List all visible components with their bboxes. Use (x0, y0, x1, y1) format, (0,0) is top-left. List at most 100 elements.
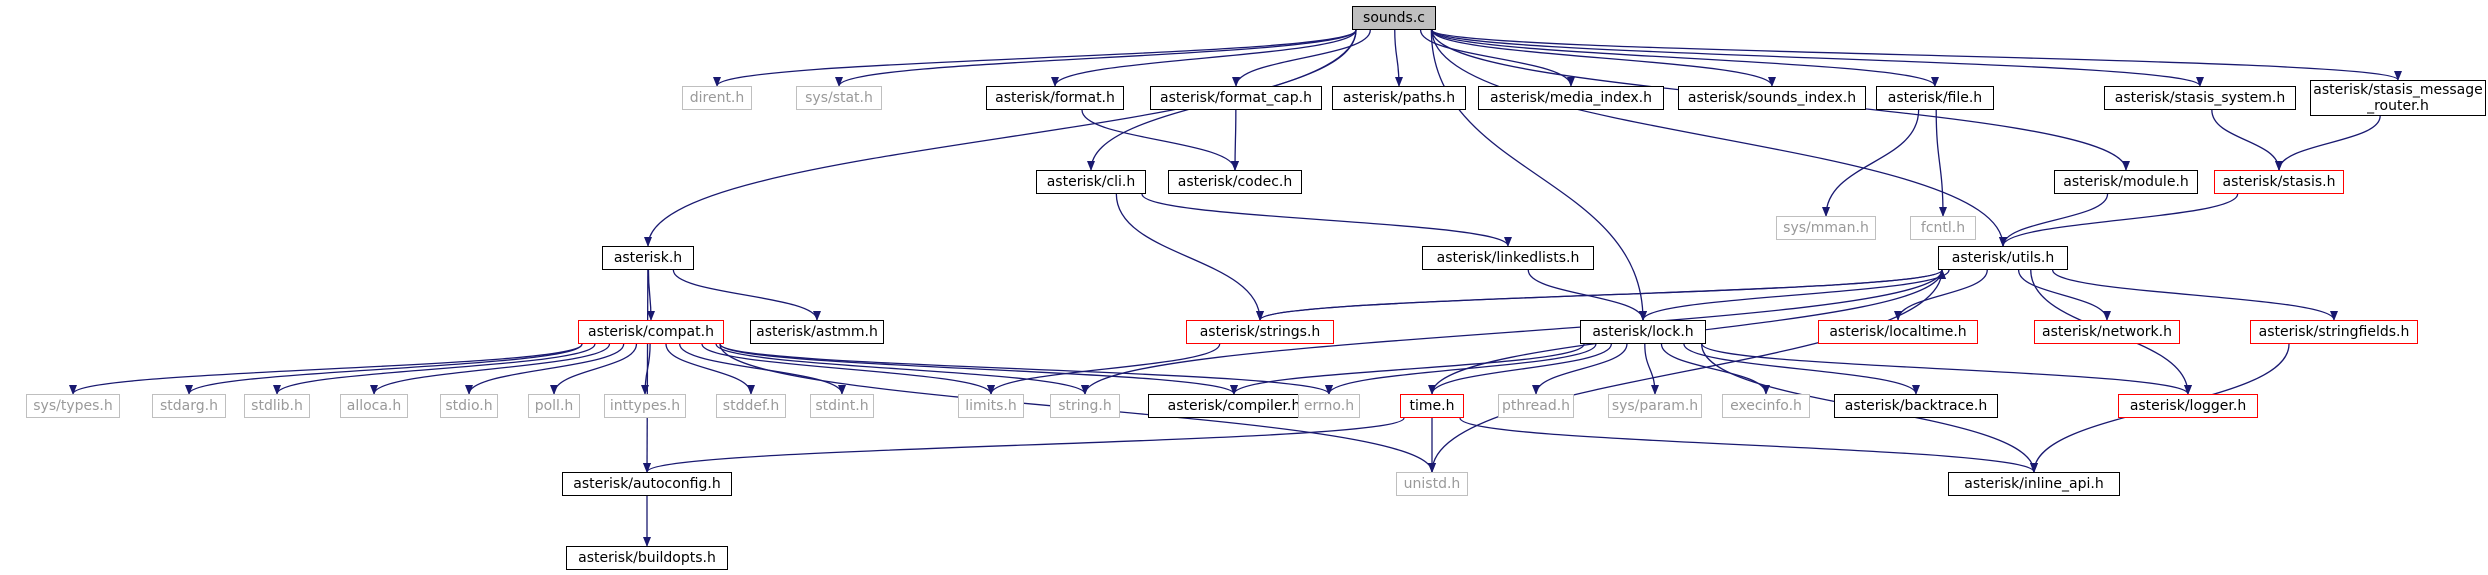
edge-ast_compat_h-to-stdlib_h (273, 343, 596, 395)
node-ast-utils-h[interactable]: asterisk/utils.h (1938, 246, 2068, 270)
node-string-h: string.h (1050, 394, 1120, 418)
edge-ast_strings_h-to-limits_h (987, 343, 1221, 395)
node-ast-stasis-system-h[interactable]: asterisk/stasis_system.h (2104, 86, 2296, 110)
node-ast-astmm-h[interactable]: asterisk/astmm.h (750, 320, 884, 344)
edge-time_h-to-ast_autoconfig_h (643, 417, 1405, 473)
node-inttypes-h: inttypes.h (604, 394, 686, 418)
node-ast-file-h[interactable]: asterisk/file.h (1876, 86, 1994, 110)
edge-ast_stasis_message_router_h-to-ast_stasis_h (2275, 115, 2381, 171)
node-ast-codec-h[interactable]: asterisk/codec.h (1168, 170, 1302, 194)
edge-sounds_c-to-ast_format_h (1051, 29, 1357, 87)
node-ast-stasis-h[interactable]: asterisk/stasis.h (2214, 170, 2344, 194)
edge-ast_lock_h-to-ast_logger_h (1701, 343, 2192, 395)
node-sounds-c[interactable]: sounds.c (1352, 6, 1436, 30)
node-ast-paths-h[interactable]: asterisk/paths.h (1332, 86, 1466, 110)
node-ast-media-index-h[interactable]: asterisk/media_index.h (1478, 86, 1664, 110)
edge-ast_compat_h-to-stdint_h (679, 343, 846, 395)
edge-ast_file_h-to-sys_mman_h (1822, 109, 1920, 217)
edge-ast_compat_h-to-stdarg_h (185, 343, 583, 395)
node-ast-sounds-index-h[interactable]: asterisk/sounds_index.h (1678, 86, 1866, 110)
node-errno-h: errno.h (1298, 394, 1360, 418)
edge-sounds_c-to-ast_stasis_system_h (1431, 29, 2204, 87)
node-stdint-h: stdint.h (810, 394, 874, 418)
node-ast-cli-h[interactable]: asterisk/cli.h (1036, 170, 1146, 194)
edge-ast_stasis_system_h-to-ast_stasis_h (2211, 109, 2283, 171)
node-execinfo-h: execinfo.h (1722, 394, 1810, 418)
edge-ast_utils_h-to-ast_stringfields_h (2052, 269, 2338, 321)
edge-ast_compat_h-to-inttypes_h (641, 343, 651, 395)
edge-ast_compat_h-to-ast_compiler_h (719, 343, 1238, 395)
edge-ast_lock_h-to-sys_param_h (1644, 343, 1659, 395)
edge-ast_format_cap_h-to-ast_codec_h (1231, 109, 1240, 171)
edge-ast_lock_h-to-time_h (1428, 343, 1612, 395)
node-sys-stat-h: sys/stat.h (796, 86, 882, 110)
node-ast-strings-h[interactable]: asterisk/strings.h (1186, 320, 1334, 344)
node-ast-compiler-h[interactable]: asterisk/compiler.h (1148, 394, 1320, 418)
edge-ast_utils_h-to-unistd_h (1428, 269, 1943, 473)
edge-ast_cli_h-to-ast_linkedlists_h (1141, 193, 1512, 247)
node-asterisk-h[interactable]: asterisk.h (602, 246, 694, 270)
node-fcntl-h: fcntl.h (1910, 216, 1976, 240)
edge-ast_compat_h-to-stdio_h (465, 343, 625, 395)
edge-ast_compat_h-to-poll_h (550, 343, 638, 395)
edge-sounds_c-to-ast_media_index_h (1419, 29, 1575, 87)
edge-ast_stasis_h-to-ast_utils_h (1999, 193, 2239, 247)
node-ast-inline-api-h[interactable]: asterisk/inline_api.h (1948, 472, 2120, 496)
edge-ast_lock_h-to-errno_h (1325, 343, 1597, 395)
edge-sounds_c-to-ast_paths_h (1394, 29, 1403, 87)
node-ast-module-h[interactable]: asterisk/module.h (2054, 170, 2198, 194)
node-ast-compat-h[interactable]: asterisk/compat.h (578, 320, 724, 344)
node-ast-backtrace-h[interactable]: asterisk/backtrace.h (1834, 394, 1998, 418)
edge-ast_utils_h-to-ast_localtime_h (1894, 269, 1988, 321)
edge-ast_cli_h-to-ast_strings_h (1115, 193, 1264, 321)
edge-ast_compat_h-to-limits_h (701, 343, 995, 395)
edge-ast_lock_h-to-ast_backtrace_h (1683, 343, 1920, 395)
edge-sounds_c-to-ast_stasis_message_router_h (1431, 29, 2402, 81)
node-time-h[interactable]: time.h (1400, 394, 1464, 418)
node-ast-stringfields-h[interactable]: asterisk/stringfields.h (2250, 320, 2418, 344)
node-ast-stasis-message-router-h[interactable]: asterisk/stasis_message _router.h (2310, 80, 2486, 116)
edge-ast_file_h-to-fcntl_h (1935, 109, 1947, 217)
node-ast-lock-h[interactable]: asterisk/lock.h (1580, 320, 1706, 344)
node-stdio-h: stdio.h (440, 394, 498, 418)
node-ast-format-h[interactable]: asterisk/format.h (986, 86, 1124, 110)
edge-ast_utils_h-to-ast_network_h (2017, 269, 2111, 321)
edge-ast_format_h-to-ast_codec_h (1081, 109, 1239, 171)
node-stdarg-h: stdarg.h (152, 394, 226, 418)
node-sys-mman-h: sys/mman.h (1776, 216, 1876, 240)
node-ast-network-h[interactable]: asterisk/network.h (2034, 320, 2180, 344)
edge-sounds_c-to-ast_sounds_index_h (1431, 29, 1776, 87)
node-ast-buildopts-h[interactable]: asterisk/buildopts.h (566, 546, 728, 570)
edge-ast_lock_h-to-ast_compiler_h (1230, 343, 1585, 395)
edge-sounds_c-to-dirent_h (713, 29, 1357, 87)
edge-layer (69, 29, 2402, 547)
edge-sounds_c-to-sys_stat_h (835, 29, 1357, 87)
edge-sounds_c-to-asterisk_h (644, 29, 1357, 247)
node-unistd-h: unistd.h (1396, 472, 1468, 496)
edge-ast_strings_h-to-ast_utils_h (1259, 269, 1946, 321)
node-ast-linkedlists-h[interactable]: asterisk/linkedlists.h (1422, 246, 1594, 270)
node-ast-autoconfig-h[interactable]: asterisk/autoconfig.h (562, 472, 732, 496)
node-ast-logger-h[interactable]: asterisk/logger.h (2118, 394, 2258, 418)
edge-ast_compat_h-to-errno_h (719, 343, 1333, 395)
node-limits-h: limits.h (958, 394, 1024, 418)
edge-sounds_c-to-ast_file_h (1431, 29, 1939, 87)
node-dirent-h: dirent.h (682, 86, 752, 110)
node-stddef-h: stddef.h (716, 394, 786, 418)
edge-asterisk_h-to-ast_astmm_h (672, 269, 821, 321)
node-sys-param-h: sys/param.h (1608, 394, 1702, 418)
edge-sounds_c-to-ast_format_cap_h (1232, 29, 1371, 87)
node-alloca-h: alloca.h (340, 394, 408, 418)
edge-sounds_c-to-ast_utils_h (1431, 29, 2007, 247)
edge-ast_compat_h-to-alloca_h (370, 343, 611, 395)
edge-ast_utils_h-to-ast_lock_h (1639, 269, 1950, 321)
edge-ast_lock_h-to-execinfo_h (1660, 343, 1770, 395)
edge-ast_lock_h-to-pthread_h (1532, 343, 1628, 395)
edge-time_h-to-ast_inline_api_h (1459, 417, 2038, 473)
edge-ast_compat_h-to-sys_types_h (69, 343, 583, 395)
node-ast-format-cap-h[interactable]: asterisk/format_cap.h (1150, 86, 1322, 110)
edge-ast_module_h-to-ast_utils_h (1999, 193, 2109, 247)
node-ast-localtime-h[interactable]: asterisk/localtime.h (1818, 320, 1978, 344)
node-pthread-h: pthread.h (1498, 394, 1574, 418)
